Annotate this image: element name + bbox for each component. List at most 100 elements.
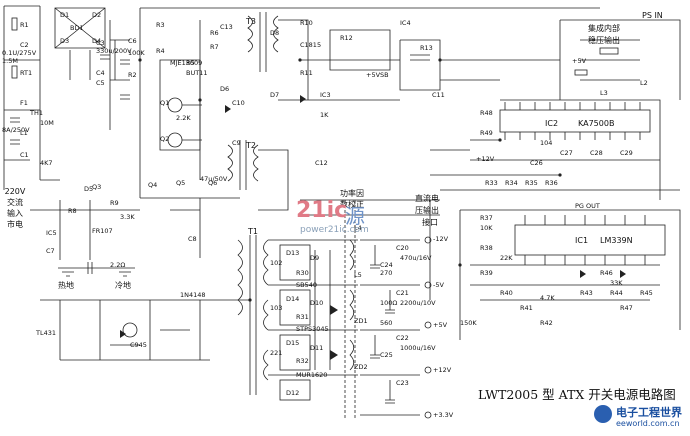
component-ref: R45 — [640, 289, 653, 297]
component-ref: R3 — [156, 21, 165, 29]
component-ref: Q4 — [148, 181, 158, 189]
component-ref: C6 — [128, 37, 137, 45]
component-value: 270 — [380, 269, 393, 277]
component-value: 221 — [270, 349, 283, 357]
component-ref: D12 — [286, 389, 300, 397]
component-value: 4K7 — [40, 159, 53, 167]
watermark-brand-cn: 源 — [345, 204, 365, 228]
component-value: C1815 — [300, 41, 322, 49]
dc-output-label-3: 接口 — [422, 218, 438, 227]
component-value: BUT11 — [186, 69, 208, 77]
component-ref: R2 — [128, 71, 137, 79]
component-ref: C2 — [20, 41, 29, 49]
component-value: 10K — [480, 224, 493, 232]
component-ref: Q5 — [176, 179, 186, 187]
component-ref: L4 — [354, 224, 362, 232]
watermark-brand: 21ic — [296, 198, 348, 223]
component-ref: L3 — [600, 89, 608, 97]
component-ref: R36 — [545, 179, 558, 187]
ground-cold-label: 冷地 — [115, 281, 131, 290]
component-ref: R46 — [600, 269, 613, 277]
t3-label: T3 — [246, 17, 256, 26]
component-ref: L5 — [354, 271, 362, 279]
rail-minus-5v: -5V — [433, 281, 444, 289]
component-ref: R12 — [340, 34, 353, 42]
component-ref: D4 — [92, 37, 102, 45]
component-ref: RT1 — [20, 69, 33, 77]
component-value: 33K — [610, 279, 623, 287]
component-ref: C7 — [46, 247, 55, 255]
component-value: MJE13009 — [170, 59, 203, 67]
component-ref: C9 — [232, 139, 241, 147]
component-ref: IC5 — [46, 229, 57, 237]
component-ref: C8 — [188, 235, 197, 243]
component-ref: R11 — [300, 69, 313, 77]
component-ref: C4 — [96, 69, 105, 77]
component-ref: TL431 — [36, 329, 56, 337]
component-ref: R49 — [480, 129, 493, 137]
eeworld-logo: 电子工程世界 eeworld.com.cn — [592, 402, 684, 432]
component-ref: Q1 — [160, 99, 170, 107]
component-ref: R41 — [520, 304, 533, 312]
ac-input-label: 220V 交流 输入 市电 — [5, 186, 26, 230]
component-ref: C13 — [220, 23, 233, 31]
component-ref: R1 — [20, 21, 29, 29]
component-ref: D7 — [270, 91, 280, 99]
ac-input-line-4: 市电 — [7, 220, 23, 229]
component-value: 100K — [128, 49, 145, 57]
component-ref: R4 — [156, 47, 165, 55]
component-ref: C3 — [96, 39, 105, 47]
rail-plus-5vsb: +5VSB — [366, 71, 389, 79]
component-ref: D3 — [60, 37, 70, 45]
rail-plus-5v-ref: +5V — [572, 57, 587, 65]
rail-plus-3v3: +3.3V — [433, 411, 454, 419]
component-ref: C29 — [620, 149, 633, 157]
component-ref: C22 — [396, 334, 409, 342]
component-ref: F1 — [20, 99, 28, 107]
component-ref: C26 — [530, 159, 543, 167]
dc-output-label-1: 直流电 — [415, 194, 439, 203]
component-ref: C27 — [560, 149, 573, 157]
ic2-model-label: KA7500B — [578, 119, 615, 128]
ic1-label: IC1 — [575, 236, 589, 245]
component-value: FR107 — [92, 227, 113, 235]
component-ref: R9 — [110, 199, 119, 207]
ac-input-line-2: 交流 — [7, 198, 23, 207]
component-value: STPS3045 — [296, 325, 329, 333]
component-ref: C28 — [590, 149, 603, 157]
component-ref: Q6 — [208, 179, 218, 187]
component-ref: R44 — [610, 289, 623, 297]
ic2-label: IC2 — [545, 119, 559, 128]
component-ref: IC4 — [400, 19, 411, 27]
component-ref: R7 — [210, 43, 219, 51]
integrated-regulator-label-1: 集成内部 — [588, 24, 620, 33]
component-ref: R35 — [525, 179, 538, 187]
component-ref: Q2 — [160, 135, 170, 143]
component-value: 102 — [270, 259, 283, 267]
pfc-label-1: 功率因 — [340, 189, 364, 198]
component-ref: R37 — [480, 214, 493, 222]
component-value: 8A/250V — [2, 126, 30, 134]
component-ref: D9 — [310, 254, 320, 262]
component-ref: D10 — [310, 299, 324, 307]
component-ref: C10 — [232, 99, 245, 107]
logo-url: eeworld.com.cn — [616, 419, 680, 428]
component-value: 1.5M — [2, 57, 18, 65]
component-ref: R5 — [186, 59, 195, 67]
integrated-regulator-label-2: 稳压输出 — [588, 36, 620, 45]
component-value: 1K — [320, 111, 329, 119]
component-ref: R33 — [485, 179, 498, 187]
component-ref: R34 — [505, 179, 518, 187]
component-ref: C25 — [380, 351, 393, 359]
component-ref: R31 — [296, 313, 309, 321]
component-value: 1000u/16V — [400, 344, 436, 352]
component-ref: C1 — [20, 151, 29, 159]
eeworld-globe-icon — [594, 405, 612, 423]
component-value: 2200u/10V — [400, 299, 436, 307]
component-value: 100Ω — [380, 299, 398, 307]
t2-label: T2 — [246, 141, 256, 150]
component-ref: D13 — [286, 249, 300, 257]
rail-plus-12v: +12V — [433, 366, 452, 374]
component-ref: R43 — [580, 289, 593, 297]
